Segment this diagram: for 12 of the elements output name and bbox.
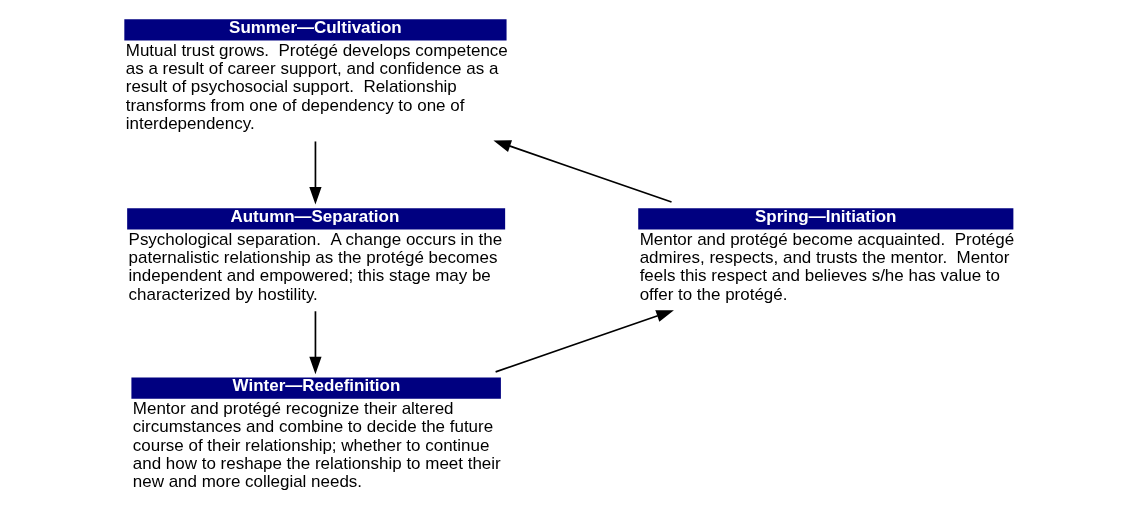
node-label: Mutual trust grows. Protégé develops competence as a result of career support, and confidence as a result of psychosocial support. Relationship transforms from one of dependency to one of interdependency. (125, 40, 508, 134)
node-label: Psychological separation. A change occurs in the paternalistic relationship as the protégé becomes independent and empowered; this stage may be characterized by hostility. (128, 229, 502, 304)
node-label: Mentor and protégé recognize their altered circumstances and combine to decide the future course of their relationship; whether to continue and how to reshape the relationship to meet their new and more collegial needs. (132, 398, 501, 492)
node-box: Winter—Redefinition (130, 377, 501, 399)
arrow (308, 310, 322, 375)
node-box: Summer—Cultivation (123, 19, 507, 41)
arrow (492, 140, 672, 203)
node-box: Autumn—Separation (126, 208, 505, 230)
node-label: Mentor and protégé become acquainted. Protégé admires, respects, and trusts the mentor. Mentor feels this respect and believes s/he has value to offer to the protégé. (639, 229, 1014, 304)
node-box: Spring—Initiation (637, 208, 1013, 230)
arrow (308, 140, 322, 205)
arrow (494, 310, 674, 373)
